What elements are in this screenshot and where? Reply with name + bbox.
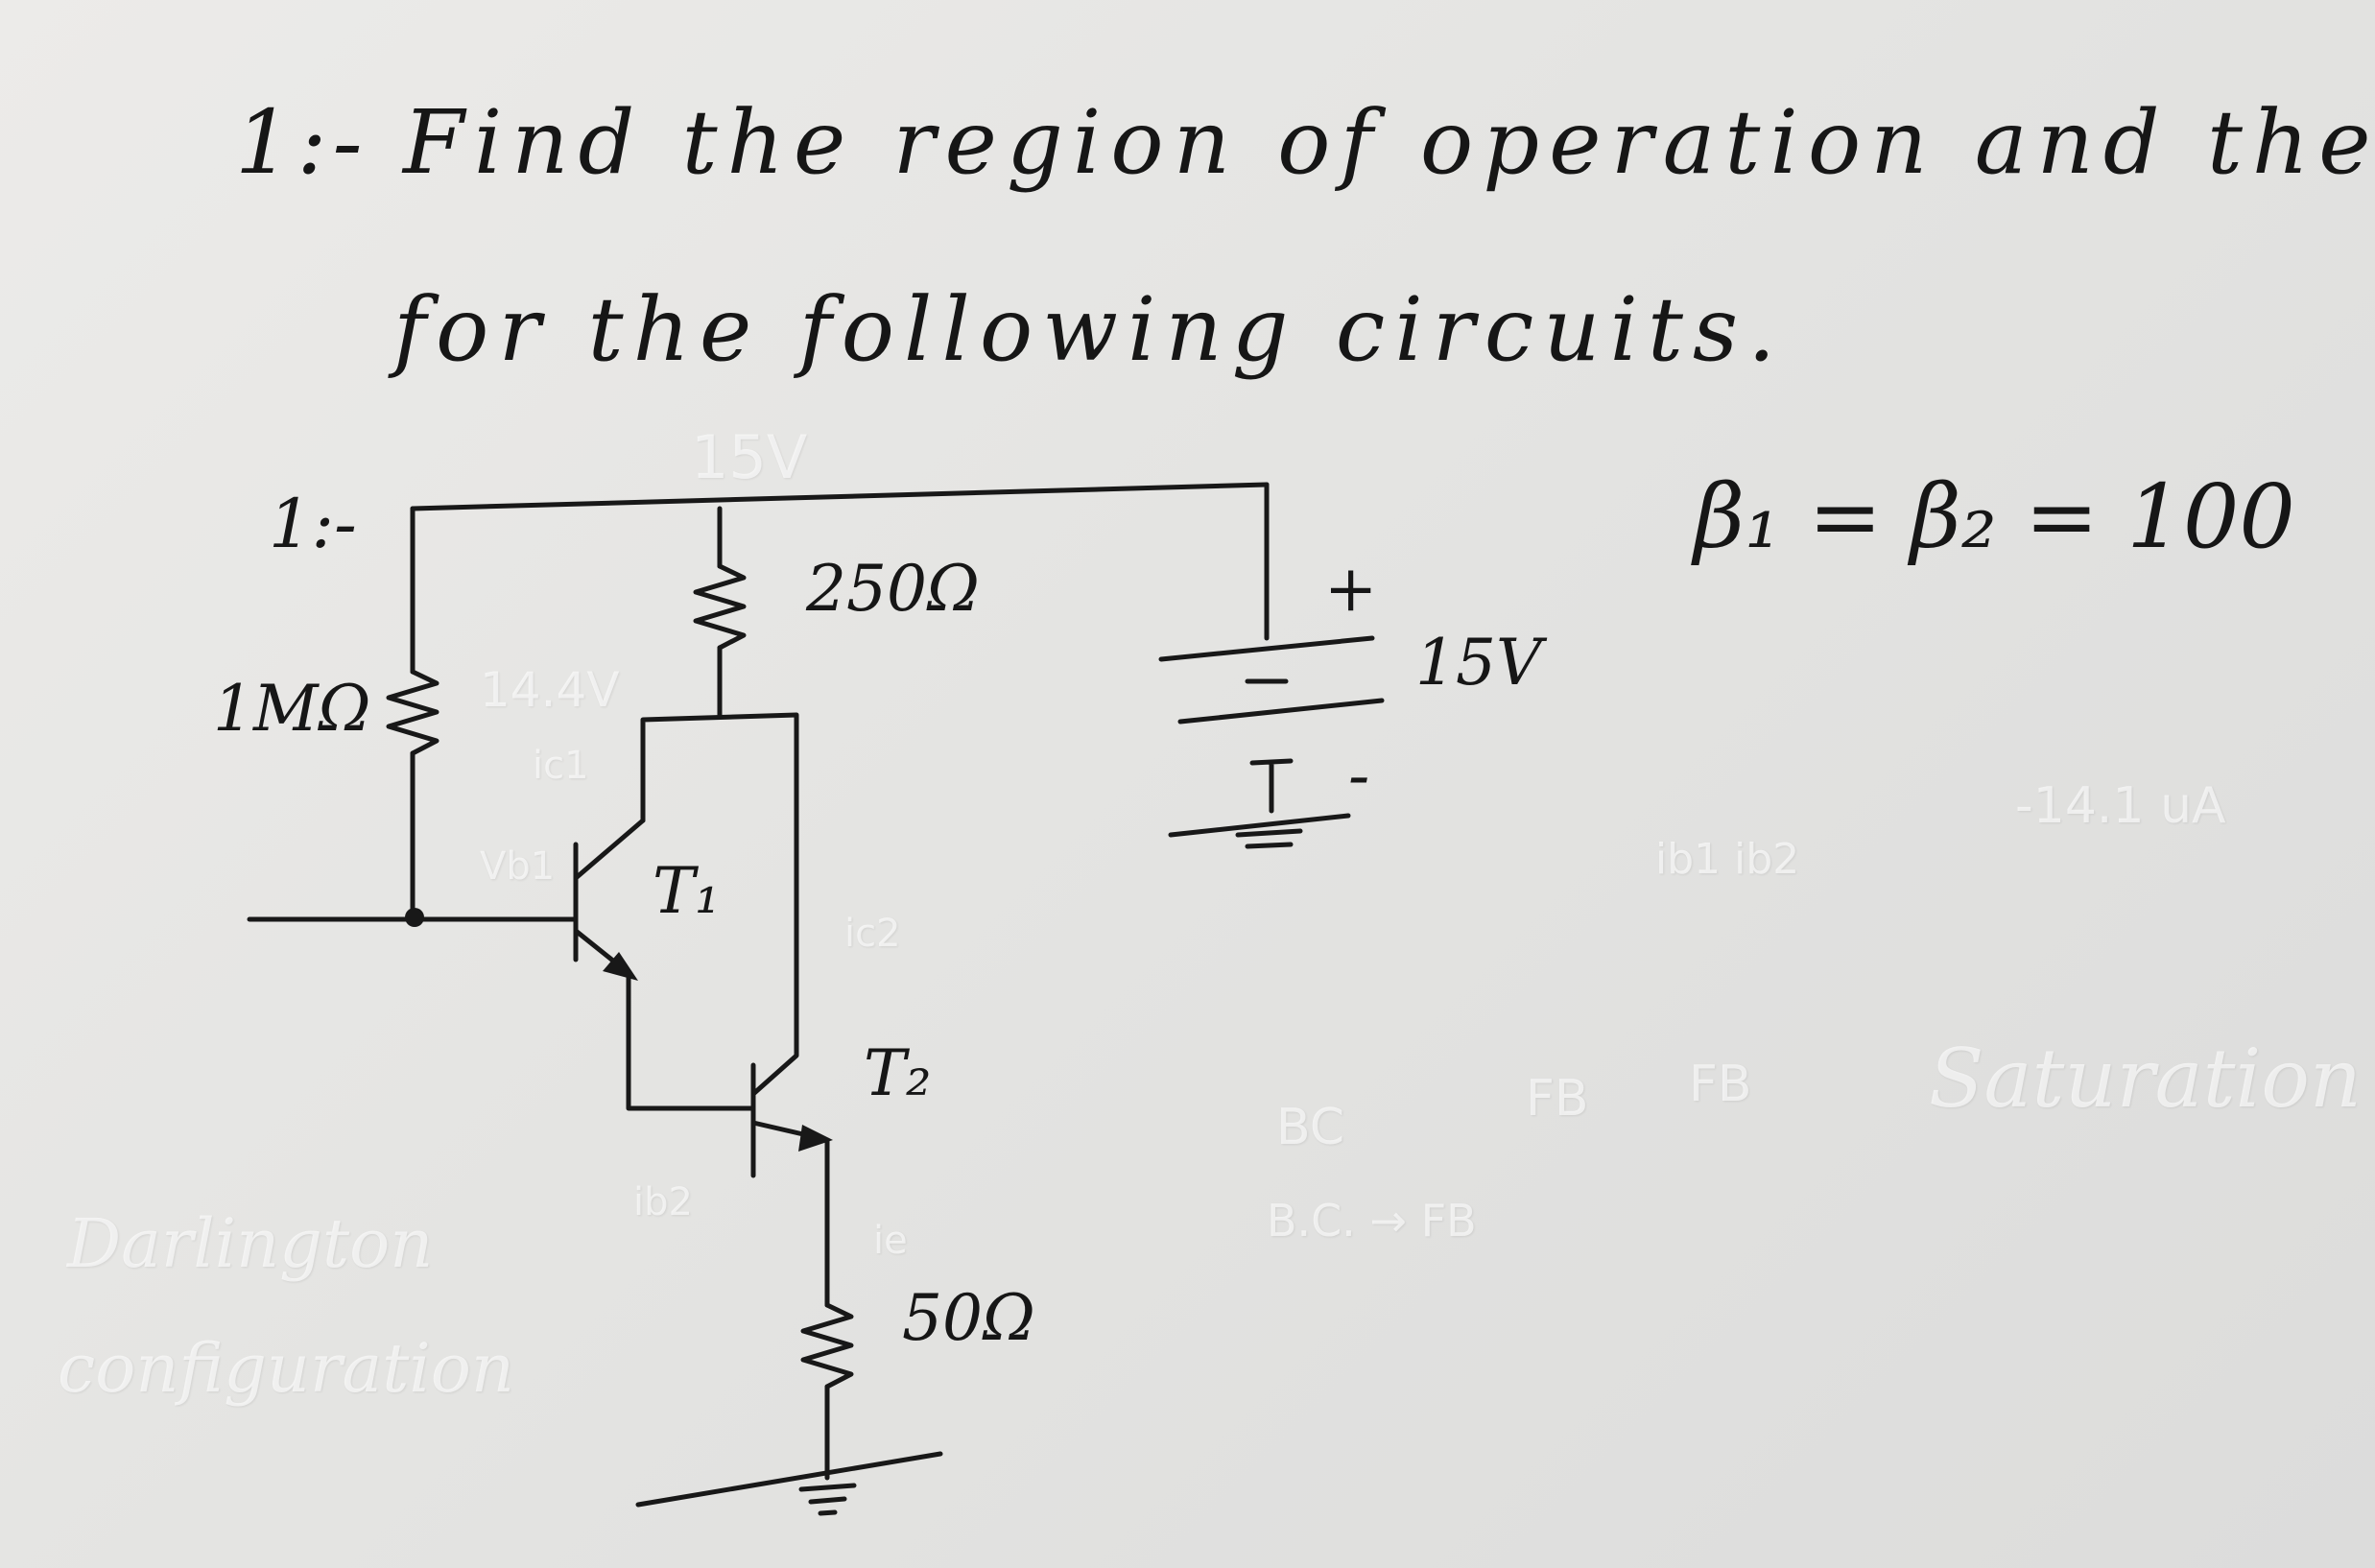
faint-ib2: ib2	[633, 1180, 693, 1224]
faint-bc: BC	[1276, 1099, 1345, 1156]
rc-label: 250Ω	[806, 552, 980, 626]
plus-sign: +	[1324, 552, 1378, 626]
top-rail	[410, 482, 1270, 511]
beta-equation: β₁ = β₂ = 100	[1694, 465, 2295, 568]
faint-saturation: Saturation	[1929, 1032, 2363, 1126]
re-resistor	[800, 1302, 854, 1390]
collector-node	[640, 712, 799, 962]
faint-15v: 15V	[691, 422, 808, 492]
faint-ic1: ic1	[533, 744, 589, 788]
circuit-number: 1:-	[269, 485, 357, 563]
battery-plate-long	[1158, 635, 1375, 662]
t1-emitter-wire	[626, 971, 732, 1111]
faint-vb1: Vb1	[480, 844, 556, 889]
bottom-ground-line	[635, 1451, 943, 1508]
t1-label: T₁	[653, 854, 721, 928]
faint-ib-labels: ib1 ib2	[1655, 835, 1800, 884]
faint-ie: ie	[873, 1219, 908, 1263]
rb-resistor	[386, 669, 439, 756]
ground-symbol-1	[798, 1483, 857, 1516]
battery-plate-3	[1249, 758, 1294, 814]
supply-label: 15V	[1415, 626, 1542, 700]
faint-fb-1: FB	[1526, 1070, 1589, 1128]
faint-ic2: ic2	[844, 912, 901, 956]
faint-current: -14.1 uA	[2015, 777, 2226, 835]
rc-resistor	[693, 563, 747, 651]
ground-symbol-2	[1235, 828, 1303, 849]
faint-fb-2: FB	[1689, 1056, 1752, 1113]
t2-emitter-arrow	[798, 1125, 833, 1152]
question-number: 1:-	[235, 91, 368, 194]
battery-plate-2	[1177, 698, 1385, 725]
question-line-2: for the following circuits.	[393, 278, 1786, 381]
faint-configuration: configuration	[58, 1329, 514, 1408]
question-line-1: Find the region of operation and the	[403, 91, 2375, 194]
rb-label: 1MΩ	[213, 672, 371, 746]
battery-ground-line	[1168, 813, 1351, 838]
faint-darlington: Darlington	[67, 1204, 434, 1283]
base-junction-dot	[405, 908, 424, 927]
minus-sign: -	[1348, 739, 1370, 813]
t2-collector-lead	[750, 957, 799, 1097]
faint-bc-fb: B.C. → FB	[1267, 1195, 1477, 1247]
faint-node-voltage: 14.4V	[480, 662, 620, 718]
re-label: 50Ω	[902, 1281, 1035, 1355]
t1-collector-lead	[573, 818, 646, 881]
t2-label: T₂	[864, 1036, 932, 1110]
